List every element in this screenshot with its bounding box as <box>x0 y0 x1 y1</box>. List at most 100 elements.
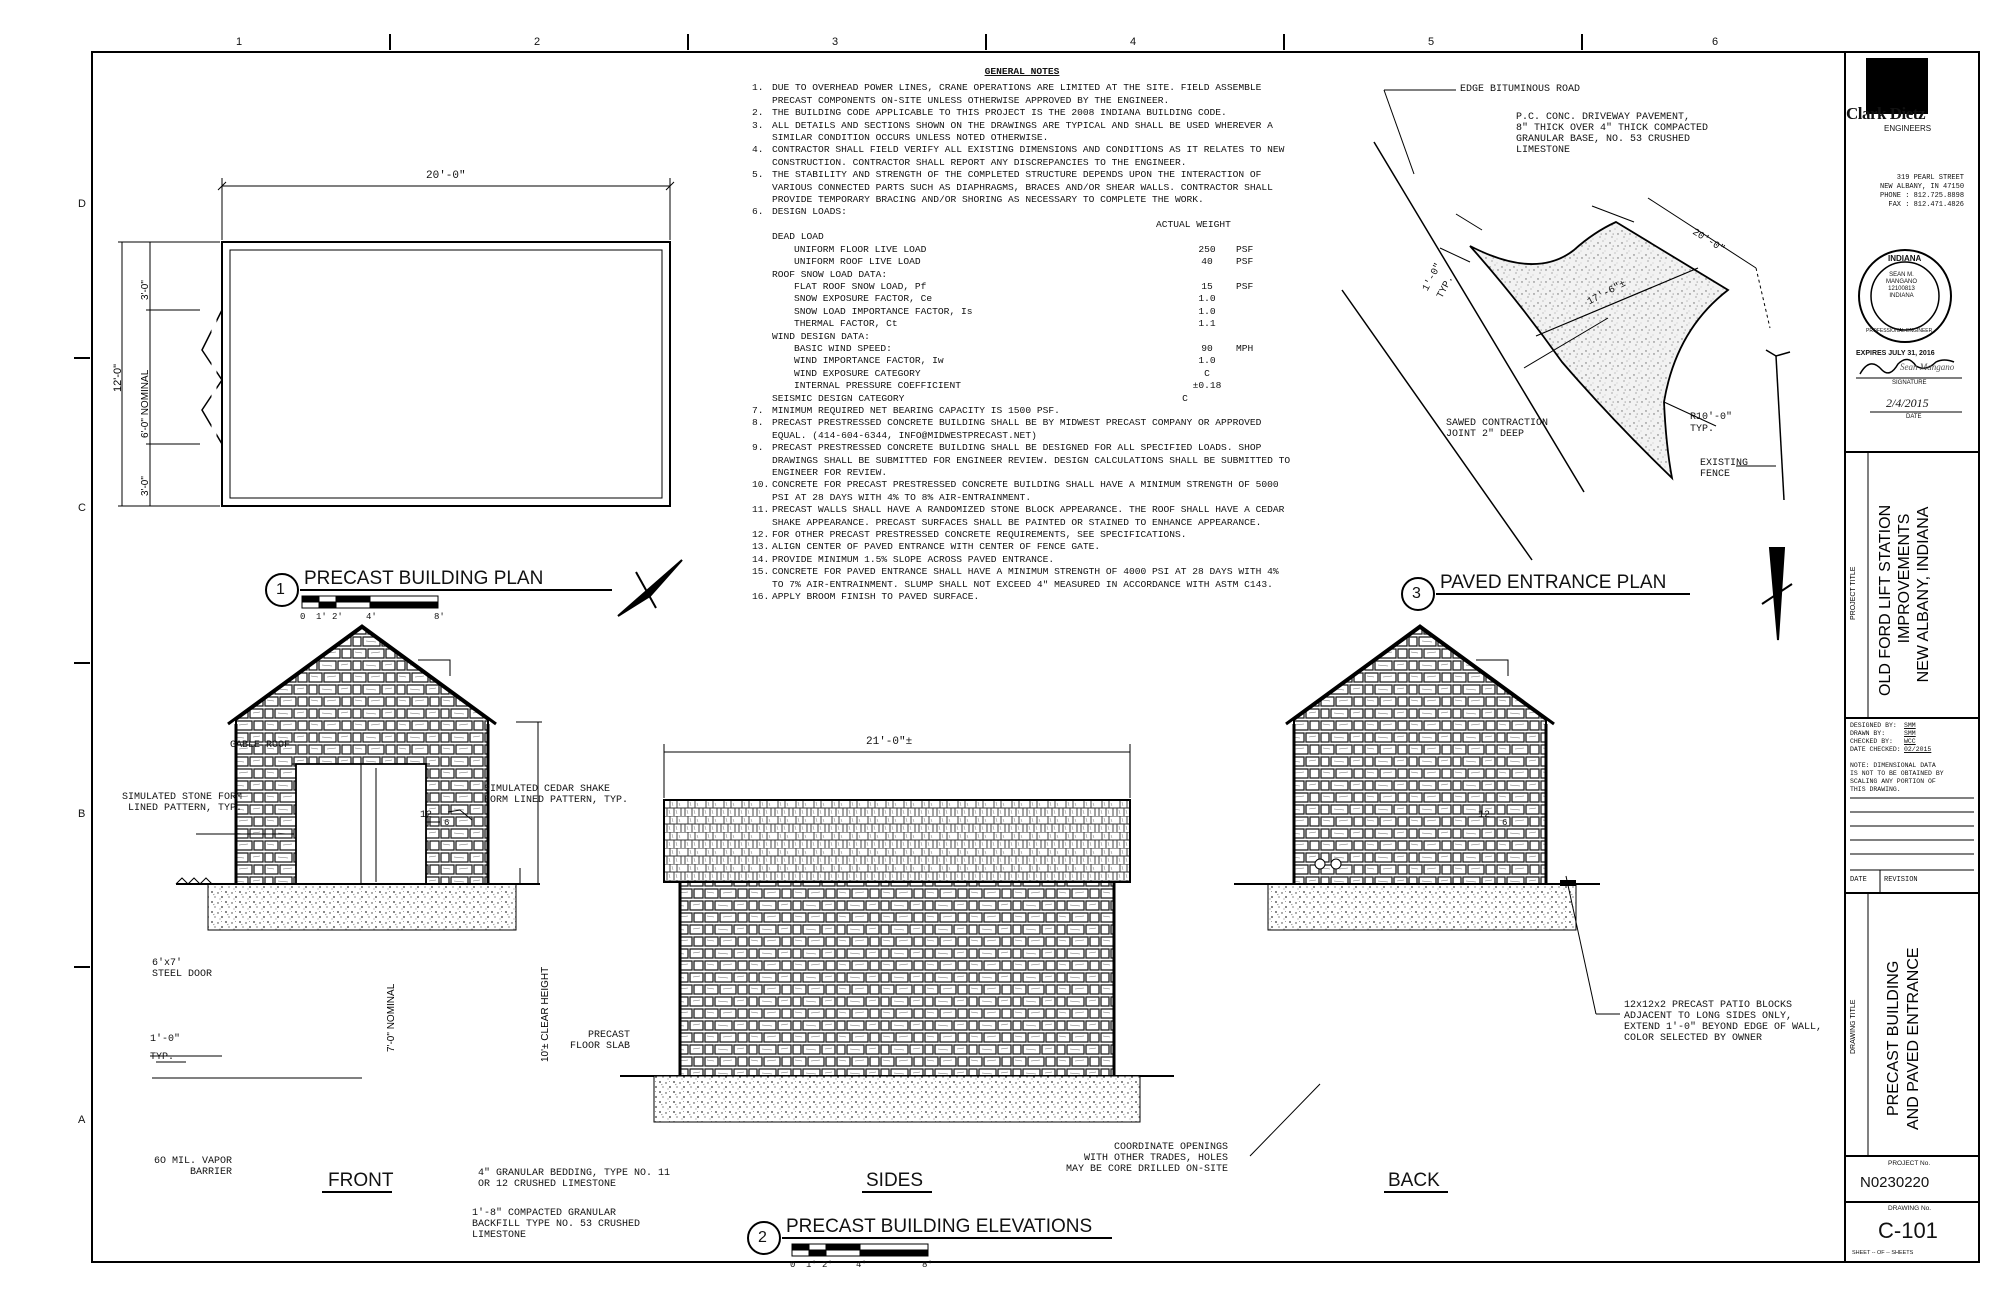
general-note-text: DESIGN LOADS: <box>772 206 847 218</box>
general-note-text: CONCRETE FOR PAVED ENTRANCE SHALL HAVE A… <box>772 566 1279 590</box>
dimensional-note: NOTE: DIMENSIONAL DATA IS NOT TO BE OBTA… <box>1850 762 1944 794</box>
plan2-scale-bar <box>791 1243 929 1257</box>
design-load-label: SNOW EXPOSURE FACTOR, Ce <box>794 293 933 305</box>
drawing-title: PRECAST BUILDING AND PAVED ENTRANCE <box>1884 947 1924 1130</box>
general-note-text: CONTRACTOR SHALL FIELD VERIFY ALL EXISTI… <box>772 144 1285 168</box>
general-notes-heading: GENERAL NOTES <box>984 66 1060 77</box>
revision-rows <box>1850 797 1974 893</box>
general-note-item: 12.FOR OTHER PRECAST PRESTRESSED CONCRET… <box>752 529 1292 541</box>
floor-slab-line: FLOOR SLAB <box>570 1041 631 1052</box>
plan3-title: PAVED ENTRANCE PLAN <box>1440 572 1667 593</box>
loads-header: ACTUAL WEIGHT <box>1156 218 1231 230</box>
design-load-label: THERMAL FACTOR, Ct <box>794 318 898 330</box>
general-note-text: PRECAST PRESTRESSED CONCRETE BUILDING SH… <box>772 442 1291 478</box>
column-label-4: 4 <box>1130 36 1137 48</box>
design-load-unit: PSF <box>1236 243 1254 255</box>
row-label-a: A <box>78 1114 86 1126</box>
core-hole-1 <box>1314 858 1326 870</box>
plan1-scale-2: 2' <box>332 612 343 622</box>
general-note-number: 12. <box>752 529 770 541</box>
door-note-line: STEEL DOOR <box>152 969 213 980</box>
door-note: 6'x7' STEEL DOOR <box>152 958 212 980</box>
patio-note-line: EXTEND 1'-0" BEYOND EDGE OF WALL, <box>1624 1022 1823 1033</box>
general-note-number: 1. <box>752 82 764 94</box>
column-label-3: 3 <box>832 36 839 48</box>
design-load-row: INTERNAL PRESSURE COEFFICIENT±0.18 <box>772 380 1292 392</box>
plan1-title: PRECAST BUILDING PLAN <box>304 568 544 589</box>
patio-note: 12x12x2 PRECAST PATIO BLOCKS ADJACENT TO… <box>1624 1000 1822 1044</box>
firm-address-line: NEW ALBANY, IN 47150 <box>1880 183 1965 191</box>
bedding-note-line: 4" GRANULAR BEDDING, TYPE NO. 11 <box>478 1168 671 1179</box>
design-load-unit: PSF <box>1236 256 1254 268</box>
sheet-count: SHEET -- OF -- SHEETS <box>1852 1250 1914 1256</box>
fence-label-line: EXISTING <box>1700 458 1749 469</box>
side-stone-wall <box>679 881 1115 1077</box>
designed-value: SMM <box>1904 722 1916 729</box>
design-load-value: 90 <box>1201 342 1213 354</box>
front-label: FRONT <box>328 1170 394 1191</box>
front-dims <box>150 721 542 1079</box>
design-load-label: UNIFORM ROOF LIVE LOAD <box>794 256 921 268</box>
signature-scrawl <box>1859 358 1955 375</box>
plan1-top-dim: 3'-0" <box>140 280 151 300</box>
plan1-mid-dim: 6'-0" NOMINAL <box>140 369 151 438</box>
general-note-item: 11.PRECAST WALLS SHALL HAVE A RANDOMIZED… <box>752 504 1292 529</box>
side-width-dim <box>663 744 1131 798</box>
back-slope-run: 6 <box>1502 818 1508 828</box>
general-note-text: FOR OTHER PRECAST PRESTRESSED CONCRETE R… <box>772 529 1187 541</box>
column-label-6: 6 <box>1712 36 1719 48</box>
date-checked-value: 02/2015 <box>1904 746 1932 753</box>
design-load-row: ROOF SNOW LOAD DATA: <box>772 269 1292 281</box>
plan1-scale-8: 8' <box>434 612 445 622</box>
general-note-item: 7.MINIMUM REQUIRED NET BEARING CAPACITY … <box>752 405 1292 417</box>
seal-line: SEAN M. <box>1889 272 1914 278</box>
general-note-item: 15.CONCRETE FOR PAVED ENTRANCE SHALL HAV… <box>752 566 1292 591</box>
general-note-item: 8.PRECAST PRESTRESSED CONCRETE BUILDING … <box>752 417 1292 442</box>
project-no-label: PROJECT No. <box>1888 1160 1931 1167</box>
backfill-note-line: 1'-8" COMPACTED GRANULAR <box>472 1208 617 1219</box>
plan1-scale-1: 1' <box>316 612 327 622</box>
general-note-number: 15. <box>752 566 770 578</box>
precast-building-plan <box>118 178 683 617</box>
general-note-text: PROVIDE MINIMUM 1.5% SLOPE ACROSS PAVED … <box>772 553 1055 565</box>
date-checked-label: DATE CHECKED: <box>1850 746 1901 753</box>
front-typ: TYP. <box>150 1052 175 1063</box>
front-slope-run: 6 <box>444 818 450 828</box>
design-load-row: DEAD LOAD <box>772 231 1292 243</box>
title-block-lines <box>1844 52 1979 1262</box>
dimensional-note-line: NOTE: DIMENSIONAL DATA <box>1850 762 1936 769</box>
signature-text: Sean Mangano <box>1900 362 1955 372</box>
plan1-scale-0: 0 <box>300 612 306 622</box>
general-note-item: 3.ALL DETAILS AND SECTIONS SHOWN ON THE … <box>752 120 1292 145</box>
dimensional-note-line: IS NOT TO BE OBTAINED BY <box>1850 770 1944 777</box>
plan2-callout-circle <box>747 1221 781 1255</box>
pavement-note-line: LIMESTONE <box>1516 145 1571 156</box>
pavement-note: P.C. CONC. DRIVEWAY PAVEMENT, 8" THICK O… <box>1516 112 1708 156</box>
design-load-row: WIND DESIGN DATA: <box>772 331 1292 343</box>
general-note-text: APPLY BROOM FINISH TO PAVED SURFACE. <box>772 591 980 603</box>
stone-form-note: SIMULATED STONE FORM LINED PATTERN, TYP. <box>122 792 242 814</box>
general-note-text: PRECAST PRESTRESSED CONCRETE BUILDING SH… <box>772 417 1262 441</box>
plan3-number: 3 <box>1412 585 1421 602</box>
side-foundation <box>653 1075 1141 1123</box>
backfill-note: 1'-8" COMPACTED GRANULAR BACKFILL TYPE N… <box>472 1208 640 1241</box>
cedar-note-line: SIMULATED CEDAR SHAKE <box>484 784 611 795</box>
design-load-label: INTERNAL PRESSURE COEFFICIENT <box>794 380 961 392</box>
general-note-item: 5.THE STABILITY AND STRENGTH OF THE COMP… <box>752 169 1292 206</box>
design-load-value: 1.1 <box>1198 318 1216 330</box>
fence-label-line: FENCE <box>1700 469 1731 480</box>
seal-line: MANGANO <box>1886 279 1918 285</box>
cedar-shake-roof <box>663 799 1131 883</box>
general-note-number: 4. <box>752 144 764 156</box>
general-note-item: 4. CONTRACTOR SHALL FIELD VERIFY ALL EXIS… <box>752 144 1292 169</box>
firm-address-line: 319 PEARL STREET <box>1896 174 1965 182</box>
firm-name: Clark Dietz <box>1846 104 1926 123</box>
general-note-number: 11. <box>752 504 770 516</box>
design-load-value <box>1156 231 1214 243</box>
general-note-item: 14.PROVIDE MINIMUM 1.5% SLOPE ACROSS PAV… <box>752 554 1292 566</box>
drawn-value: SMM <box>1904 730 1916 737</box>
plan1-width-dim: 20'-0" <box>426 170 466 182</box>
